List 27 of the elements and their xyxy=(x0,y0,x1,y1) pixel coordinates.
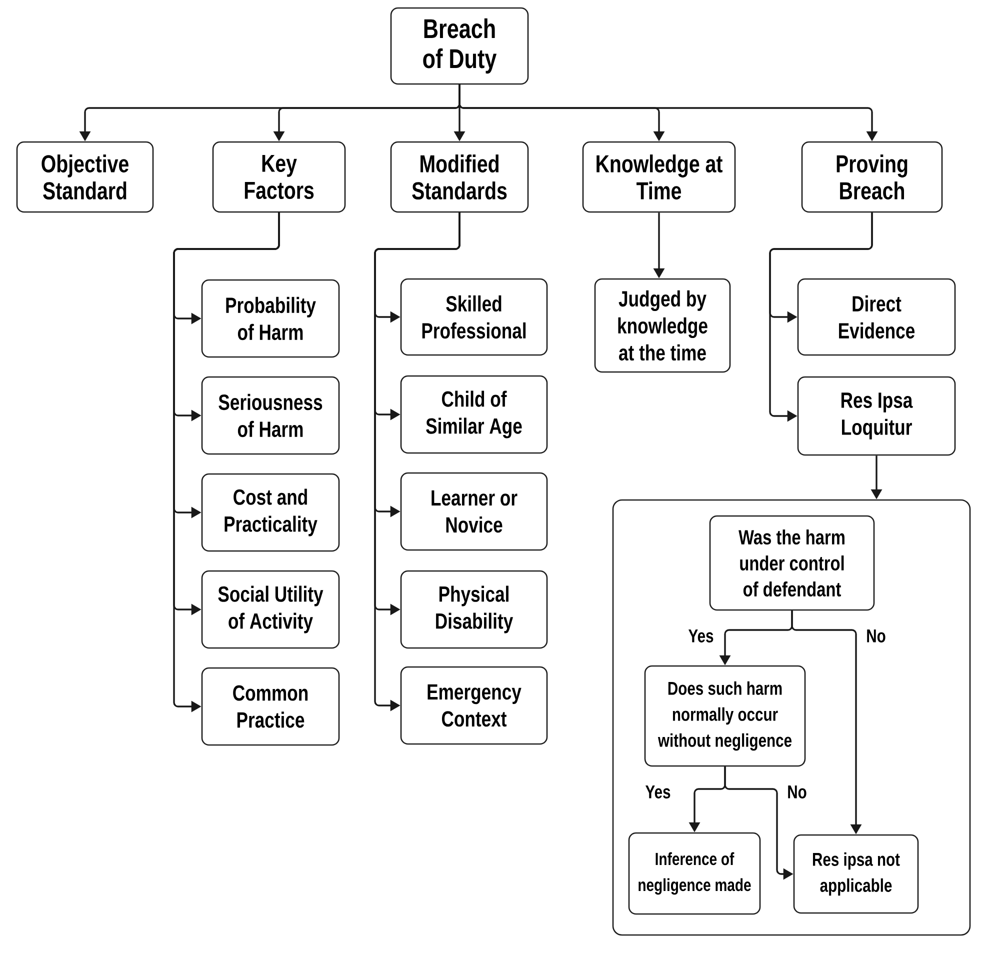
category-box: Key Factors xyxy=(212,141,346,213)
standard-box: Child of Similar Age xyxy=(400,375,548,454)
category-box: Objective Standard xyxy=(16,141,154,213)
standard-box: Physical Disability xyxy=(400,570,548,649)
factor-box: Probability of Harm xyxy=(201,279,340,358)
standard-box: Skilled Professional xyxy=(400,278,548,356)
evidence-box: Res Ipsa Loquitur xyxy=(797,376,956,456)
edge-label: Yes xyxy=(644,784,672,800)
category-box: Knowledge at Time xyxy=(582,141,736,213)
evidence-box: Direct Evidence xyxy=(797,278,956,356)
category-box: Modified Standards xyxy=(390,141,529,213)
factor-box: Cost and Practicality xyxy=(201,473,340,552)
process-box: Judged by knowledge at the time xyxy=(594,278,731,373)
factor-box: Seriousness of Harm xyxy=(201,376,340,455)
standard-box: Emergency Context xyxy=(400,666,548,745)
edge-label: No xyxy=(865,628,887,644)
outcome-box: Inference of negligence made xyxy=(628,832,761,915)
outcome-box: Res ipsa not applicable xyxy=(793,834,919,914)
standard-box: Learner or Novice xyxy=(400,472,548,551)
factor-box: Social Utility of Activity xyxy=(201,570,340,649)
question-box: Was the harm under control of defendant xyxy=(709,515,875,611)
factor-box: Common Practice xyxy=(201,667,340,746)
edge-label: Yes xyxy=(687,628,715,644)
question-box: Does such harm normally occur without negligence xyxy=(644,665,806,767)
topic-box: Breach of Duty xyxy=(390,7,529,85)
edge-label: No xyxy=(786,784,808,800)
category-box: Proving Breach xyxy=(801,141,943,213)
